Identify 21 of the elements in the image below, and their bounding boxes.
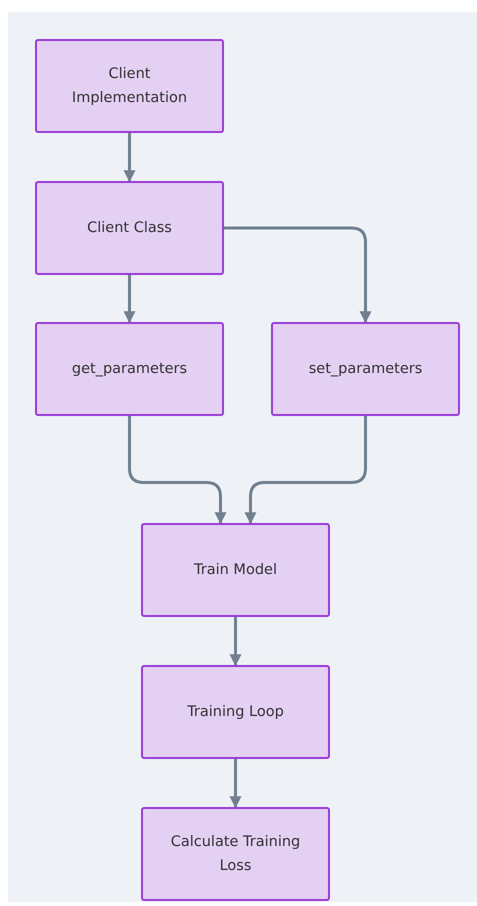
box-label: Calculate Training Loss — [170, 833, 302, 876]
arrow — [128, 416, 226, 524]
arrow — [124, 133, 136, 182]
arrow — [224, 226, 372, 324]
arrow — [124, 275, 136, 324]
process-box — [35, 322, 224, 416]
arrow — [230, 617, 242, 666]
arrow — [230, 759, 242, 808]
process-box — [35, 181, 224, 275]
box-label: get_parameters — [70, 360, 188, 379]
box-label: Client Implementation — [70, 65, 188, 108]
box-label: Client Class — [86, 219, 173, 238]
process-box — [141, 807, 330, 901]
process-box — [141, 665, 330, 759]
box-label: set_parameters — [308, 360, 424, 379]
process-box — [35, 39, 224, 133]
process-box — [141, 523, 330, 617]
box-label: Train Model — [193, 561, 278, 580]
box-label: Training Loop — [186, 703, 285, 722]
arrow — [244, 416, 367, 524]
process-box — [271, 322, 460, 416]
